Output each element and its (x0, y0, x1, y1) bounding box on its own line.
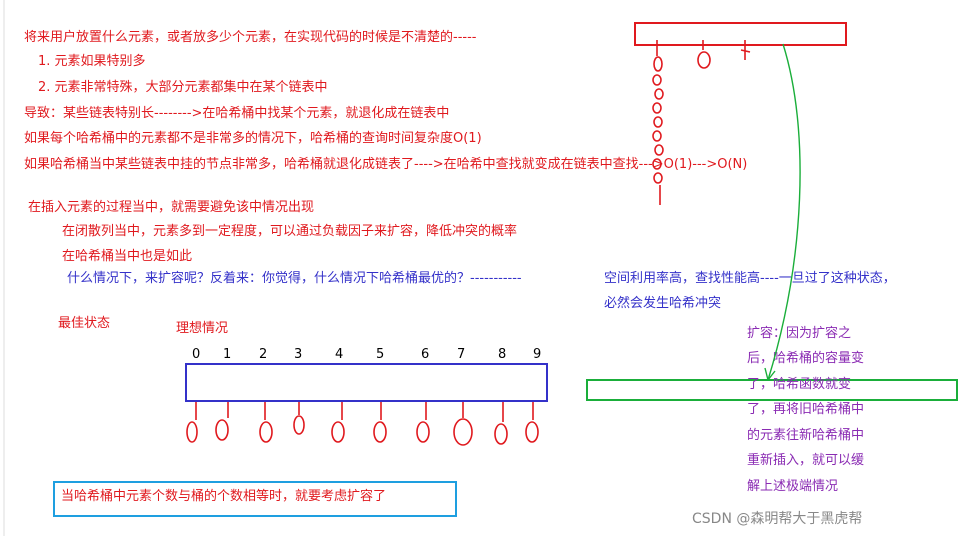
closed-hash-line: 在闭散列当中，元素多到一定程度，可以通过负载因子来扩容，降低冲突的概率 (62, 224, 518, 239)
index-label: 5 (376, 347, 385, 362)
intro-line: 将来用户放置什么元素，或者放多少个元素，在实现代码的时候是不清楚的----- (24, 30, 477, 45)
index-label: 6 (421, 347, 430, 362)
index-label: 2 (259, 347, 268, 362)
expand-note-line: 的元素往新哈希桶中 (747, 428, 865, 443)
answer-text-1: 空间利用率高，查找性能高----一旦过了这种状态， (604, 271, 896, 286)
consequence-line: 导致：某些链表特别长-------->在哈希桶中找某个元素，就退化成在链表中 (24, 106, 450, 121)
expand-condition-text: 当哈希桶中元素个数与桶的个数相等时，就要考虑扩容了 (61, 489, 387, 504)
expand-condition-box: 当哈希桶中元素个数与桶的个数相等时，就要考虑扩容了 (53, 481, 457, 517)
answer-text-2: 必然会发生哈希冲突 (604, 296, 722, 311)
reason-2: 2. 元素非常特殊，大部分元素都集中在某个链表中 (38, 80, 328, 95)
index-label: 4 (335, 347, 344, 362)
index-label: 3 (294, 347, 303, 362)
best-state-label: 最佳状态 (58, 316, 111, 331)
expand-note-line: 重新插入，就可以缓 (747, 453, 865, 468)
bucket-array-expanded (586, 379, 958, 401)
ideal-chains (186, 402, 539, 446)
index-label: 1 (223, 347, 232, 362)
reason-1: 1. 元素如果特别多 (38, 54, 146, 69)
index-label: 9 (533, 347, 542, 362)
expand-note-line: 扩容：因为扩容之 (747, 326, 852, 341)
ideal-title: 理想情况 (176, 321, 229, 336)
question-text: 什么情况下，来扩容呢？反着来：你觉得，什么情况下哈希桶最优的？---------… (67, 271, 522, 286)
bucket-line: 在哈希桶当中也是如此 (62, 249, 193, 264)
on-line: 如果哈希桶当中某些链表中挂的节点非常多，哈希桶就退化成链表了---->在哈希中查… (24, 157, 748, 172)
bucket-array-red (634, 22, 847, 46)
bucket-array-ideal (185, 363, 548, 402)
expand-note-line: 了，哈希函数就变 (747, 377, 852, 392)
long-chain (652, 40, 751, 205)
index-label: 0 (192, 347, 201, 362)
watermark: CSDN @森明帮大于黑虎帮 (692, 511, 863, 527)
index-label: 7 (457, 347, 466, 362)
o1-line: 如果每个哈希桶中的元素都不是非常多的情况下，哈希桶的查询时间复杂度O(1) (24, 131, 482, 146)
expand-note-line: 解上述极端情况 (747, 479, 839, 494)
insert-line: 在插入元素的过程当中，就需要避免该中情况出现 (28, 200, 315, 215)
expand-note-line: 了，再将旧哈希桶中 (747, 402, 865, 417)
expand-arrow (764, 43, 801, 381)
index-label: 8 (498, 347, 507, 362)
expand-note-line: 后，哈希桶的容量变 (747, 351, 865, 366)
